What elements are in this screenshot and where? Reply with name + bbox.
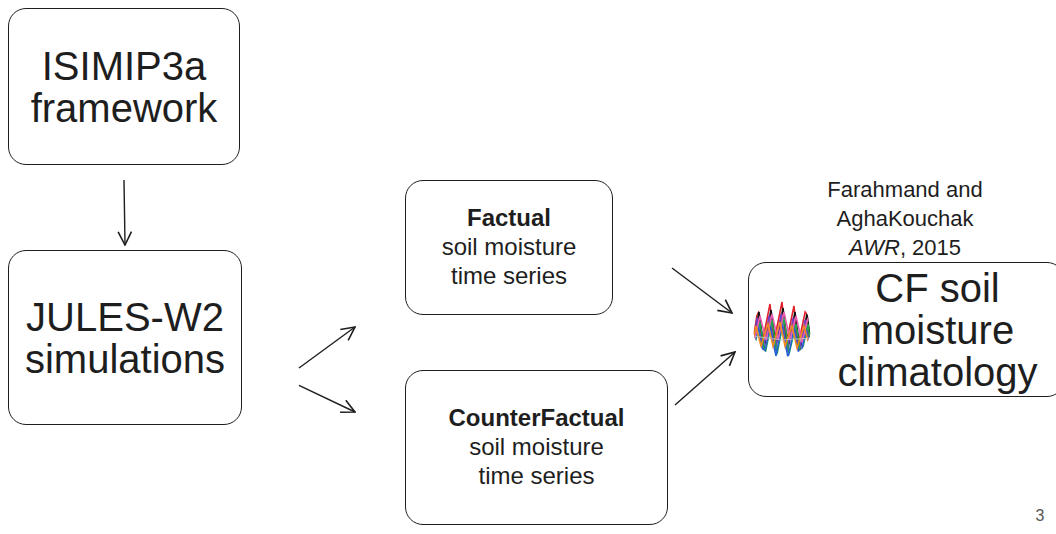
citation-journal: AWR, 2015 xyxy=(815,234,995,263)
process-box: JULES-W2 simulations xyxy=(8,250,242,425)
node-text: JULES-W2 simulations xyxy=(20,296,230,380)
node-text: soil moisture time series xyxy=(422,233,597,291)
process-box: CF soil moisture climatology xyxy=(748,262,1056,397)
page-number: 3 xyxy=(1030,506,1050,527)
flow-arrow xyxy=(675,352,735,405)
node-heading: Factual xyxy=(467,204,551,233)
process-box: Factualsoil moisture time series xyxy=(405,180,613,315)
flow-arrow xyxy=(672,268,732,313)
node-text: CF soil moisture climatology xyxy=(830,267,1045,393)
flow-arrow xyxy=(299,385,355,412)
soil-moisture-icon xyxy=(752,296,812,360)
process-box: CounterFactualsoil moisture time series xyxy=(405,370,668,525)
citation-authors: Farahmand and AghaKouchak xyxy=(815,176,995,233)
process-box: ISIMIP3a framework xyxy=(8,8,240,165)
node-text: ISIMIP3a framework xyxy=(24,45,224,129)
node-heading: CounterFactual xyxy=(448,404,624,433)
flow-arrow xyxy=(299,327,355,368)
flow-arrow xyxy=(124,180,125,245)
node-text: soil moisture time series xyxy=(449,433,624,491)
